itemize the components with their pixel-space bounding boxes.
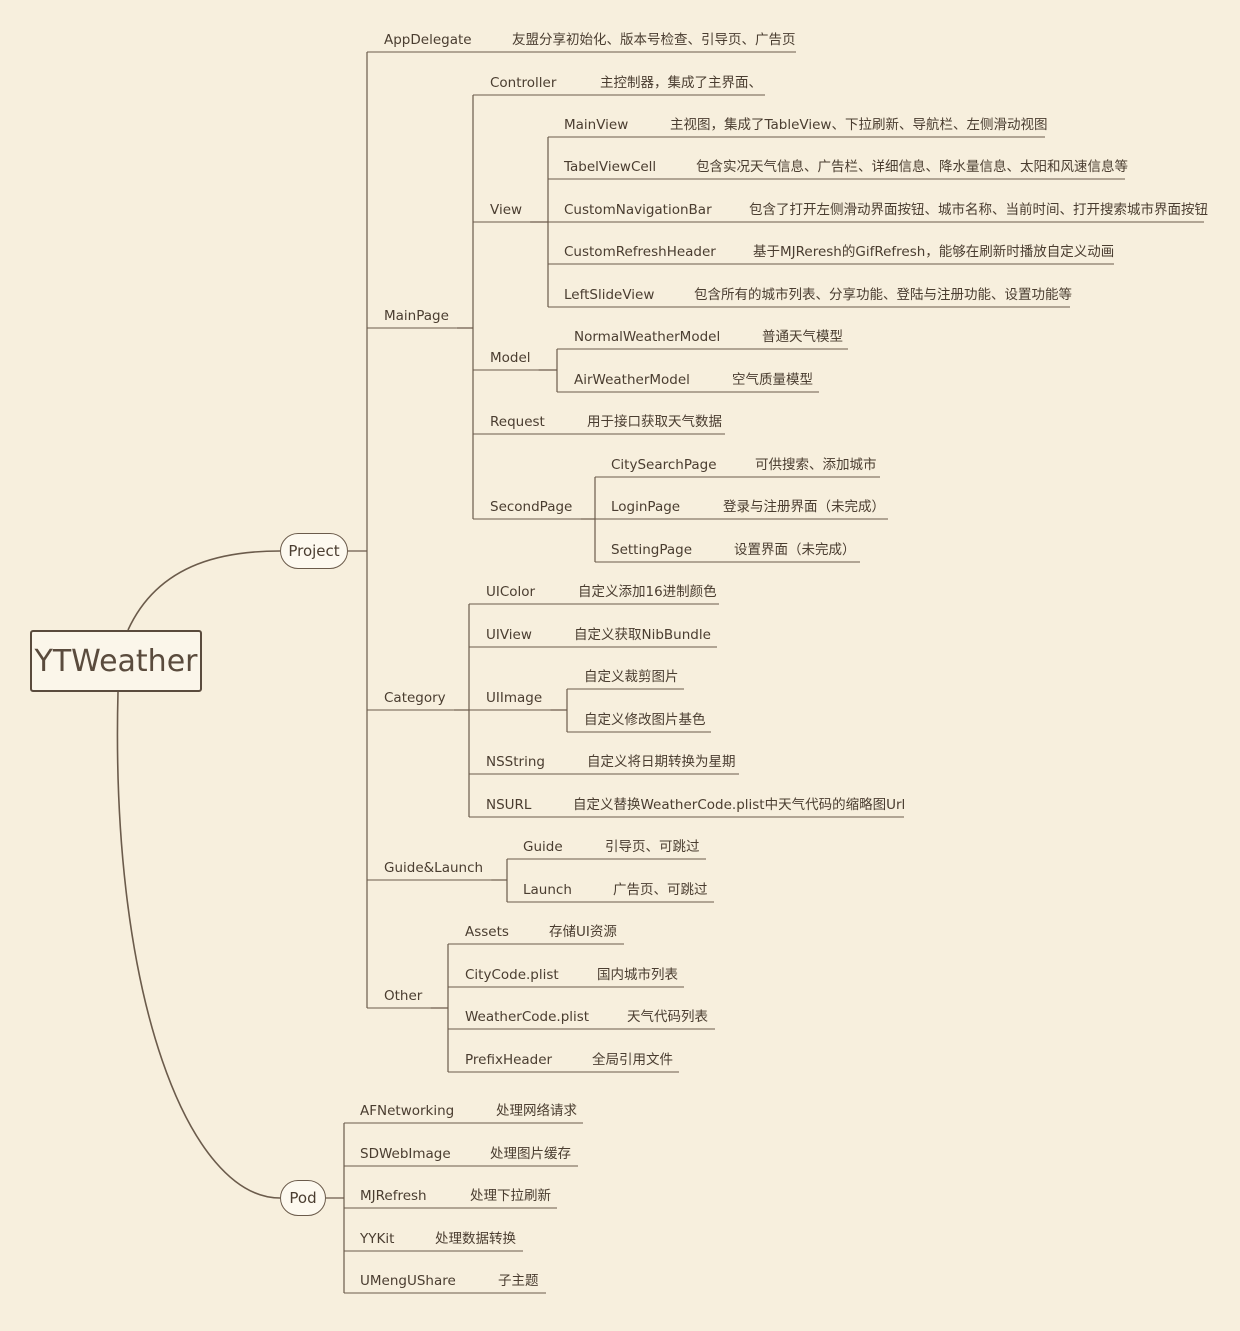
node-nsurl[interactable]: NSURL	[486, 797, 532, 813]
desc-uiview: 自定义获取NibBundle	[574, 627, 711, 643]
node-mainpage[interactable]: MainPage	[384, 308, 449, 324]
node-view[interactable]: View	[490, 202, 523, 218]
connector-root-project	[127, 550, 281, 631]
node-secondpage[interactable]: SecondPage	[490, 499, 573, 515]
node-citysearchpage[interactable]: CitySearchPage	[611, 457, 717, 473]
desc-request: 用于接口获取天气数据	[587, 414, 722, 430]
node-sdwebimage[interactable]: SDWebImage	[360, 1146, 451, 1162]
desc-citysearchpage: 可供搜索、添加城市	[755, 457, 877, 473]
node-tabelviewcell[interactable]: TabelViewCell	[564, 159, 657, 175]
desc-leftslideview: 包含所有的城市列表、分享功能、登陆与注册功能、设置功能等	[694, 287, 1072, 303]
desc-nsstring: 自定义将日期转换为星期	[587, 754, 736, 770]
node-guide[interactable]: Guide	[523, 839, 563, 855]
node-umengushare[interactable]: UMengUShare	[360, 1273, 456, 1289]
desc-prefixheader: 全局引用文件	[592, 1052, 673, 1068]
desc-nsurl: 自定义替换WeatherCode.plist中天气代码的缩略图Url	[573, 797, 906, 813]
node-loginpage[interactable]: LoginPage	[611, 499, 681, 515]
desc-mjrefresh: 处理下拉刷新	[470, 1188, 551, 1204]
node-mainview[interactable]: MainView	[564, 117, 629, 133]
node-launch[interactable]: Launch	[523, 882, 572, 898]
node-airweathermodel[interactable]: AirWeatherModel	[574, 372, 690, 388]
desc-normalweathermodel: 普通天气模型	[762, 329, 843, 345]
node-uicolor[interactable]: UIColor	[486, 584, 536, 600]
branch-node-pod[interactable]: Pod	[280, 1180, 326, 1216]
node-yykit[interactable]: YYKit	[360, 1231, 395, 1247]
desc-citycode: 国内城市列表	[597, 967, 678, 983]
node-customnavigationbar[interactable]: CustomNavigationBar	[564, 202, 712, 218]
desc-yykit: 处理数据转换	[435, 1231, 516, 1247]
desc-assets: 存储UI资源	[549, 924, 617, 940]
node-afnetworking[interactable]: AFNetworking	[360, 1103, 455, 1119]
desc-settingpage: 设置界面（未完成）	[734, 542, 856, 558]
root-node[interactable]: YTWeather	[30, 630, 202, 692]
desc-umengushare: 子主题	[498, 1273, 539, 1289]
node-normalweathermodel[interactable]: NormalWeatherModel	[574, 329, 721, 345]
desc-tabelviewcell: 包含实况天气信息、广告栏、详细信息、降水量信息、太阳和风速信息等	[696, 159, 1128, 175]
node-guidelaunch[interactable]: Guide&Launch	[384, 860, 484, 876]
desc-customnavigationbar: 包含了打开左侧滑动界面按钮、城市名称、当前时间、打开搜索城市界面按钮	[749, 202, 1208, 218]
desc-mainview: 主视图，集成了TableView、下拉刷新、导航栏、左侧滑动视图	[670, 117, 1048, 133]
node-leftslideview[interactable]: LeftSlideView	[564, 287, 655, 303]
node-controller[interactable]: Controller	[490, 75, 557, 91]
desc-uicolor: 自定义添加16进制颜色	[578, 584, 717, 600]
node-request[interactable]: Request	[490, 414, 545, 430]
desc-weathercode: 天气代码列表	[627, 1009, 708, 1025]
desc-guide: 引导页、可跳过	[605, 839, 700, 855]
desc-loginpage: 登录与注册界面（未完成）	[723, 499, 885, 515]
node-prefixheader[interactable]: PrefixHeader	[465, 1052, 553, 1068]
node-nsstring[interactable]: NSString	[486, 754, 545, 770]
node-uiimage-tint[interactable]: 自定义修改图片基色	[584, 712, 706, 728]
branch-node-project[interactable]: Project	[280, 533, 348, 569]
desc-afnetworking: 处理网络请求	[496, 1103, 577, 1119]
node-uiimage-crop[interactable]: 自定义裁剪图片	[584, 669, 679, 685]
node-other[interactable]: Other	[384, 988, 423, 1004]
node-category[interactable]: Category	[384, 690, 446, 706]
desc-airweathermodel: 空气质量模型	[732, 372, 813, 388]
node-weathercode[interactable]: WeatherCode.plist	[465, 1009, 590, 1025]
desc-customrefreshheader: 基于MJReresh的GifRefresh，能够在刷新时播放自定义动画	[753, 244, 1115, 260]
desc-launch: 广告页、可跳过	[613, 882, 708, 898]
desc-controller: 主控制器，集成了主界面、	[600, 75, 762, 91]
node-settingpage[interactable]: SettingPage	[611, 542, 693, 558]
node-appdelegate[interactable]: AppDelegate	[384, 32, 472, 48]
connector-root-pod	[116, 691, 281, 1199]
node-citycode[interactable]: CityCode.plist	[465, 967, 559, 983]
desc-sdwebimage: 处理图片缓存	[490, 1146, 571, 1162]
desc-appdelegate: 友盟分享初始化、版本号检查、引导页、广告页	[512, 32, 796, 48]
node-customrefreshheader[interactable]: CustomRefreshHeader	[564, 244, 716, 260]
node-uiview[interactable]: UIView	[486, 627, 532, 643]
node-model[interactable]: Model	[490, 350, 531, 366]
node-uiimage[interactable]: UIImage	[486, 690, 543, 706]
node-mjrefresh[interactable]: MJRefresh	[360, 1188, 427, 1204]
node-assets[interactable]: Assets	[465, 924, 509, 940]
